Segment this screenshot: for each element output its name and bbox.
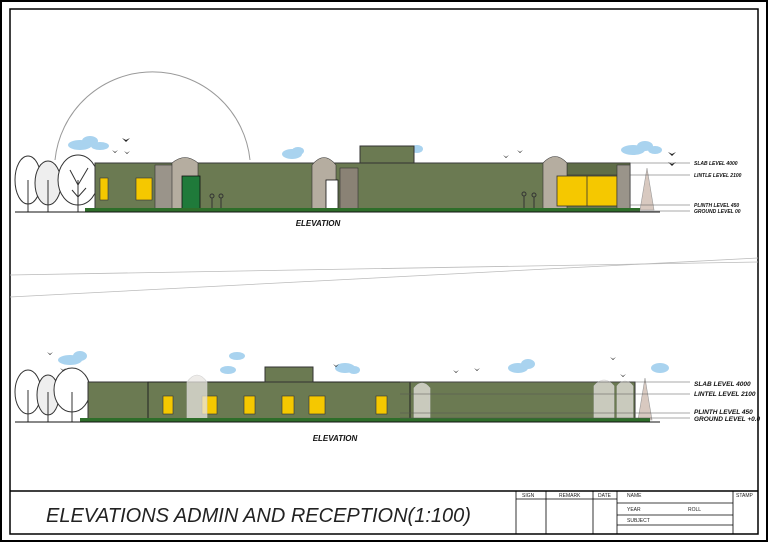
level-lines bbox=[400, 381, 690, 419]
stone-column bbox=[616, 164, 631, 211]
level-label-ground: GROUND LEVEL 00 bbox=[694, 209, 741, 215]
grass bbox=[85, 208, 640, 212]
water-tank bbox=[359, 145, 415, 164]
cloud-icon bbox=[68, 136, 109, 150]
window bbox=[308, 395, 326, 415]
title-block: ELEVATIONS ADMIN AND RECEPTION(1:100) SI… bbox=[10, 490, 758, 534]
water-tank bbox=[264, 366, 314, 383]
separator-line bbox=[9, 257, 759, 298]
cloud-icon bbox=[621, 141, 662, 155]
elevation-bottom: SLAB LEVEL 4000 LINTEL LEVEL 2100 PLINTH… bbox=[14, 351, 761, 443]
level-label-plinth: PLINTH LEVEL 450 bbox=[694, 203, 739, 209]
level-lines bbox=[630, 162, 690, 212]
tree-icon bbox=[639, 167, 655, 211]
window bbox=[281, 395, 295, 415]
tree-icon bbox=[14, 154, 99, 212]
door bbox=[181, 175, 201, 211]
door bbox=[325, 179, 339, 211]
cloud-icon bbox=[220, 352, 245, 374]
label-year: YEAR bbox=[627, 507, 641, 513]
label-subject: SUBJECT bbox=[627, 518, 650, 524]
window bbox=[243, 395, 256, 415]
window bbox=[162, 395, 174, 415]
label-date: DATE bbox=[598, 493, 612, 499]
elevation-caption: ELEVATION bbox=[296, 219, 341, 228]
label-name: NAME bbox=[627, 493, 642, 499]
window bbox=[99, 177, 109, 201]
level-label-plinth: PLINTH LEVEL 450 bbox=[694, 409, 753, 416]
cloud-icon bbox=[58, 351, 87, 365]
elevation-caption: ELEVATION bbox=[313, 434, 358, 443]
level-label-lintel: LINTEL LEVEL 2100 bbox=[694, 391, 756, 398]
stone-column bbox=[339, 167, 359, 211]
level-label-slab: SLAB LEVEL 4000 bbox=[694, 161, 738, 167]
cloud-icon bbox=[508, 359, 669, 373]
window bbox=[135, 177, 153, 201]
tree-icon bbox=[14, 367, 91, 422]
cloud-icon bbox=[282, 147, 304, 159]
sheet-title: ELEVATIONS ADMIN AND RECEPTION(1:100) bbox=[46, 505, 471, 527]
level-label-lintel: LINTLE LEVEL 2100 bbox=[694, 173, 742, 179]
label-remark: REMARK bbox=[559, 493, 581, 499]
construction-arc bbox=[54, 71, 251, 161]
elevation-top: SLAB LEVEL 4000 LINTLE LEVEL 2100 PLINTH… bbox=[14, 71, 742, 228]
level-label-ground: GROUND LEVEL +0.0 bbox=[694, 416, 761, 423]
inner-border bbox=[9, 8, 759, 535]
arch bbox=[186, 374, 634, 421]
cloud-icon bbox=[335, 363, 360, 374]
level-label-slab: SLAB LEVEL 4000 bbox=[694, 381, 751, 388]
label-stamp: STAMP bbox=[736, 493, 754, 499]
window bbox=[375, 395, 388, 415]
label-sign: SIGN bbox=[522, 493, 535, 499]
label-roll: ROLL bbox=[688, 507, 701, 513]
grass bbox=[80, 418, 650, 422]
